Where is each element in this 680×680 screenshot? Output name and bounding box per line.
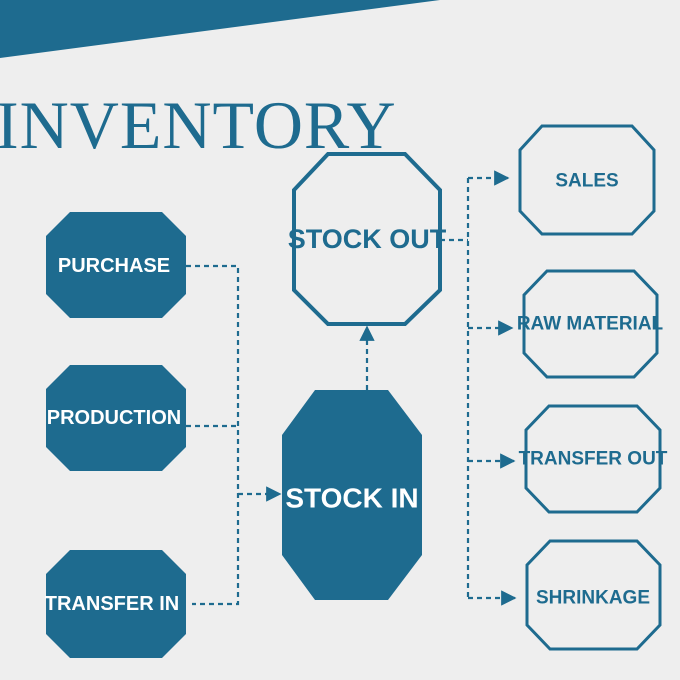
node-transfer-out-label: TRANSFER OUT xyxy=(519,449,668,470)
node-transfer-in-label: TRANSFER IN xyxy=(45,593,179,615)
node-shrinkage-label: SHRINKAGE xyxy=(536,588,650,609)
page-title: INVENTORY xyxy=(0,87,397,163)
input-connectors xyxy=(186,264,282,606)
node-stock-in-label: STOCK IN xyxy=(285,483,418,514)
node-stock-out xyxy=(292,152,442,326)
node-purchase-label: PURCHASE xyxy=(58,255,170,277)
node-raw-material-label: RAW MATERIAL xyxy=(517,314,664,335)
output-connectors xyxy=(440,170,517,606)
node-production-label: PRODUCTION xyxy=(47,407,181,429)
node-transfer-out xyxy=(524,404,662,514)
node-purchase xyxy=(46,212,186,318)
top-banner xyxy=(0,0,440,58)
node-sales xyxy=(518,124,656,236)
node-stock-out-label: STOCK OUT xyxy=(288,224,447,254)
node-raw-material xyxy=(522,269,659,379)
node-production xyxy=(46,365,186,471)
node-transfer-in xyxy=(46,550,186,658)
node-shrinkage xyxy=(525,539,662,651)
node-sales-label: SALES xyxy=(555,171,618,192)
node-stock-in xyxy=(282,390,422,600)
